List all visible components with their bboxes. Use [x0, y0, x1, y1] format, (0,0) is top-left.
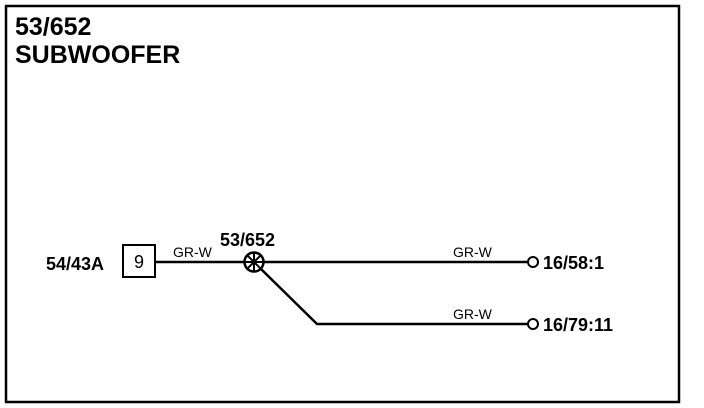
diagram-frame: [4, 4, 681, 404]
wire-splice-to-terminal-2: [260, 268, 528, 326]
terminal-1-label: 16/58:1: [543, 253, 604, 273]
connector-pin-number: 9: [134, 252, 144, 272]
terminal-1-icon: [527, 256, 539, 268]
terminal-2-label: 16/79:11: [543, 315, 613, 335]
diagram-title: SUBWOOFER: [15, 41, 180, 69]
splice-label: 53/652: [220, 230, 275, 250]
connector-label: 54/43A: [46, 254, 104, 274]
wire-label-splice-to-terminal-1: GR-W: [453, 244, 493, 260]
terminal-2-icon: [527, 318, 539, 330]
diagram-code: 53/652: [15, 13, 91, 41]
connector-pin-box: [122, 244, 156, 278]
wire-label-connector-to-splice: GR-W: [173, 244, 213, 260]
splice-icon: [243, 251, 265, 273]
wire-label-splice-to-terminal-2: GR-W: [453, 306, 493, 322]
